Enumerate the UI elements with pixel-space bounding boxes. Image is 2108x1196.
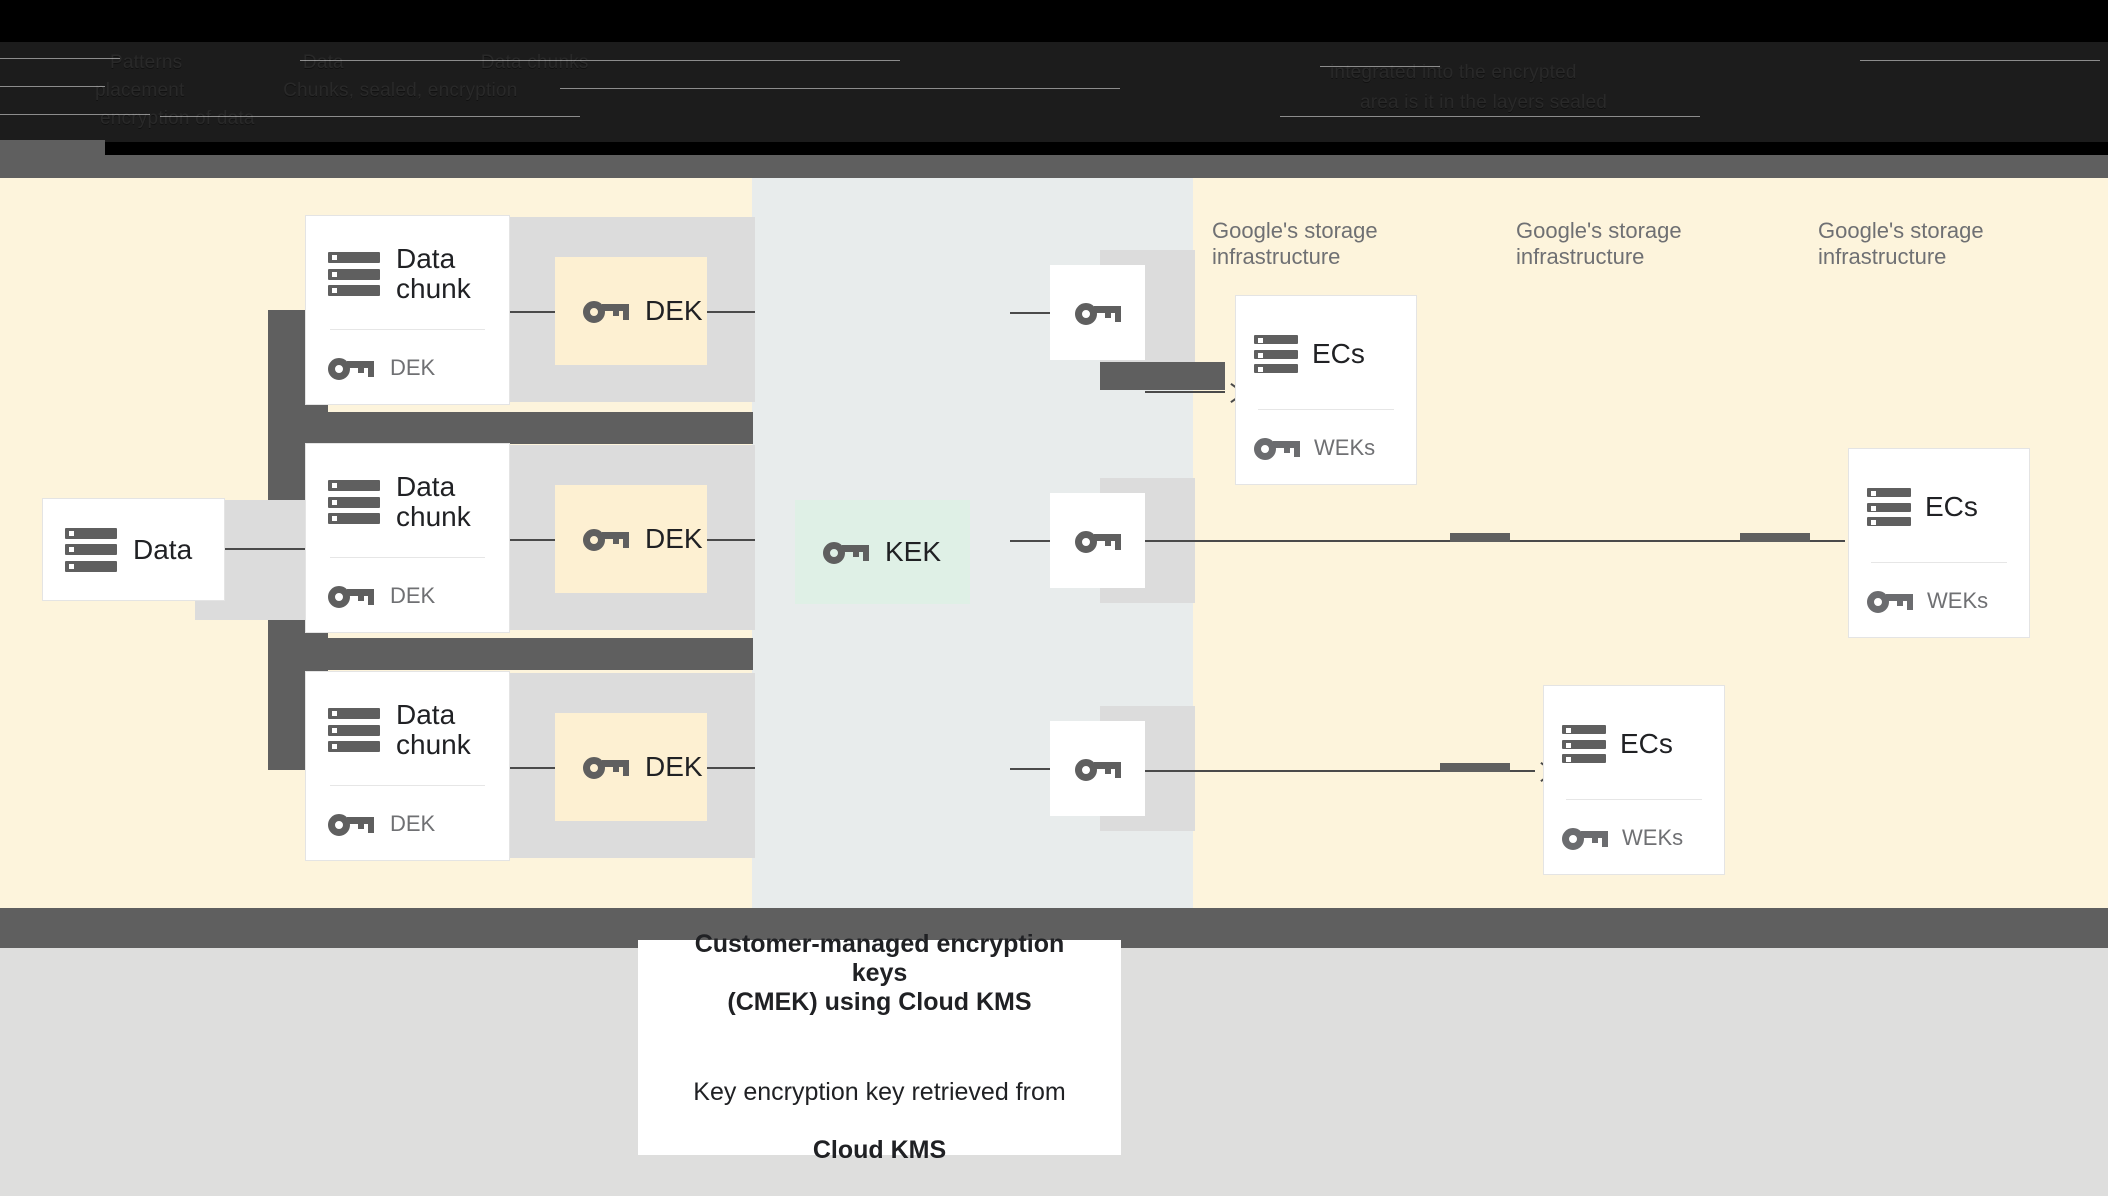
line-dek1-out [707,311,755,313]
key-icon [1867,588,1913,614]
header-obscured-line-3: encryption of data [100,108,255,129]
legend-subtitle-bold: Cloud KMS [812,1136,947,1164]
line-data-to-fan [225,548,335,550]
fanout-arm-2 [268,638,753,670]
box-dek-2[interactable]: DEK [555,485,707,593]
line-row-2-thick-b [1740,533,1810,542]
key-icon [1074,300,1121,326]
header-text-area [0,42,2108,142]
line-chunk2-dek2 [510,539,555,541]
chunk-title: Data chunk [396,699,471,761]
dek-label: DEK [645,523,703,554]
card-wrapped-key-1[interactable] [1050,265,1145,360]
card-data-source[interactable]: Data [42,498,225,601]
card-data-chunk-2[interactable]: Data chunk DEK [305,443,510,633]
key-icon [583,298,629,324]
storage-icon [65,527,117,572]
line-to-wek1 [1010,312,1072,314]
box-kek[interactable]: KEK [795,500,970,604]
card-ecs-3[interactable]: ECs WEKs [1848,448,2030,638]
chunk-key-label: DEK [390,583,436,609]
fanout-arm-1 [268,412,753,444]
line-dek3-out [707,767,755,769]
key-icon [328,583,374,609]
header-obscured-line-4: integrated into the encrypted [1330,62,1577,83]
storage-caption-3: Google's storage infrastructure [1818,218,1984,269]
card-ecs-2[interactable]: ECs WEKs [1543,685,1725,875]
legend-subtitle: Key encryption key retrieved from Cloud … [693,1049,1065,1165]
legend-title: Customer-managed encryption keys (CMEK) … [694,930,1065,1016]
header-rule [1320,66,1440,67]
chunk-key-label: DEK [390,355,436,381]
storage-icon [328,252,380,297]
header-rule [300,60,900,61]
key-icon [328,811,374,837]
storage-icon [1867,488,1911,527]
storage-caption-2: Google's storage infrastructure [1516,218,1682,269]
key-icon [1254,435,1300,461]
kek-label: KEK [885,536,942,567]
storage-icon [1254,335,1298,374]
card-data-label: Data [133,533,193,565]
card-data-chunk-3[interactable]: Data chunk DEK [305,671,510,861]
line-row-2-thick [1450,533,1510,542]
legend-card: Customer-managed encryption keys (CMEK) … [638,930,1121,1164]
card-data-chunk-1[interactable]: Data chunk DEK [305,215,510,405]
line-chunk3-dek3 [510,767,555,769]
key-icon [583,526,629,552]
ecs-title: ECs [1620,728,1673,760]
line-chunk1-dek1 [510,311,555,313]
box-dek-3[interactable]: DEK [555,713,707,821]
storage-caption-1: Google's storage infrastructure [1212,218,1378,269]
ecs-key-label: WEKs [1314,435,1376,461]
chunk-key-label: DEK [390,811,436,837]
header-rule [160,116,580,117]
card-ecs-1[interactable]: ECs WEKs [1235,295,1417,485]
header-rule [1280,116,1700,117]
storage-icon [1562,725,1606,764]
header-obscured-line-1: Patterns Data Data chunks [110,52,589,73]
line-kek-to-wek2 [1010,540,1072,542]
header-rule [1860,60,2100,61]
header-rule [560,88,1120,89]
box-dek-1[interactable]: DEK [555,257,707,365]
header-grey-nub [0,140,105,156]
dek-label: DEK [645,751,703,782]
dek-label: DEK [645,295,703,326]
storage-icon [328,480,380,525]
line-to-wek3 [1010,768,1072,770]
header-obscured-line-2: placement Chunks, sealed, encryption [95,80,518,101]
chunk-title: Data chunk [396,471,471,533]
key-icon [583,754,629,780]
header-rule [0,58,120,59]
arrow-bar-row-1 [1100,362,1225,390]
card-wrapped-key-3[interactable] [1050,721,1145,816]
line-row-3 [1145,770,1535,772]
ecs-key-label: WEKs [1927,588,1989,614]
header-obscured-line-5: area is it in the layers sealed [1360,92,1607,113]
key-icon [328,355,374,381]
ecs-key-label: WEKs [1622,825,1684,851]
key-icon [1074,528,1121,554]
ecs-title: ECs [1312,338,1365,370]
chunk-title: Data chunk [396,243,471,305]
key-icon [1074,756,1121,782]
line-row-3-thick [1440,763,1510,772]
line-row-1 [1145,391,1225,393]
key-icon [1562,825,1608,851]
header-rule [0,86,105,87]
header-grey-band [0,155,2108,178]
ecs-title: ECs [1925,491,1978,523]
storage-icon [328,708,380,753]
legend-subtitle-plain: Key encryption key retrieved from [693,1078,1066,1106]
line-dek2-out [707,539,755,541]
key-icon [823,539,869,565]
card-wrapped-key-2[interactable] [1050,493,1145,588]
header-rule [0,114,150,115]
